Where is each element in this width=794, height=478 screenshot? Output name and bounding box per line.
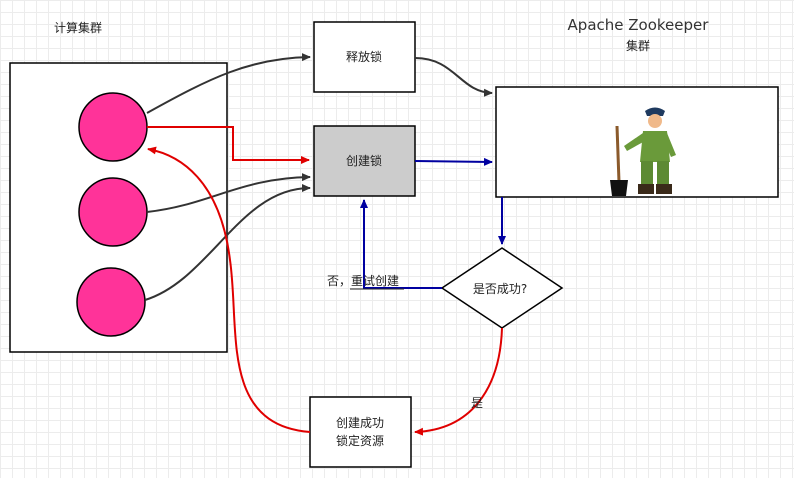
client-node-3 (76, 267, 146, 337)
arrow-node1-to-create (147, 126, 310, 164)
cluster-label: 计算集群 (54, 20, 102, 35)
arrow-retry-to-create (360, 199, 442, 289)
release-lock-label: 释放锁 (346, 49, 382, 64)
zk-title-line1: Apache Zookeeper (568, 16, 710, 34)
create-lock-box (313, 125, 416, 197)
arrow-decision-to-success (414, 327, 503, 436)
decision-label: 是否成功? (473, 282, 527, 296)
arrow-create-to-zk (414, 157, 493, 166)
release-lock-box (313, 21, 416, 93)
client-node-2 (78, 177, 148, 247)
zk-title-line2: 集群 (626, 38, 650, 53)
arrow-success-to-node1 (147, 146, 311, 433)
retry-label: 否，重试创建 (327, 273, 399, 288)
success-label-line2: 锁定资源 (336, 433, 384, 448)
success-box (309, 396, 412, 468)
yes-label: 是 (471, 396, 483, 410)
arrow-node2-to-create (146, 173, 311, 213)
client-node-1 (78, 92, 148, 162)
arrow-node1-to-release (146, 53, 311, 114)
zookeeper-mascot-icon (610, 107, 676, 196)
create-lock-label: 创建锁 (346, 153, 382, 168)
success-label-line1: 创建成功 (336, 416, 384, 430)
arrow-release-to-zk (414, 57, 493, 97)
